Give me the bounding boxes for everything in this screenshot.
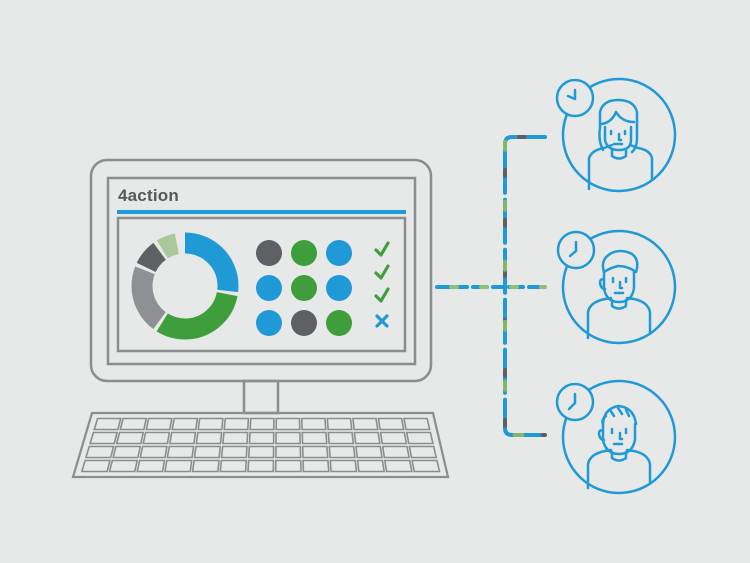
keyboard-key <box>166 445 195 459</box>
keyboard-key <box>356 459 386 473</box>
keyboard-keys <box>80 417 441 473</box>
keyboard-key <box>405 431 434 445</box>
man-avatar <box>586 249 652 340</box>
keyboard-key <box>168 431 197 445</box>
keyboard-key <box>274 459 302 473</box>
avatar-ring <box>561 379 677 495</box>
keyboard-key <box>248 431 275 445</box>
donut-chart <box>131 232 239 340</box>
keyboard-key <box>145 417 173 431</box>
avatar-ring <box>561 77 677 193</box>
keyboard-key <box>247 445 275 459</box>
check-icon <box>374 241 390 257</box>
keyboard-key <box>191 459 220 473</box>
keyboard-key <box>223 417 250 431</box>
keyboard-key <box>408 445 438 459</box>
dashboard-panel <box>116 216 407 353</box>
keyboard-key <box>249 417 275 431</box>
status-dot <box>326 240 352 266</box>
connector-network <box>435 135 547 437</box>
keyboard-key <box>379 431 408 445</box>
clock-icon <box>555 78 595 118</box>
keyboard-key <box>84 445 115 459</box>
keyboard-key <box>112 445 142 459</box>
keyboard-key <box>326 417 353 431</box>
keyboard-key <box>195 431 223 445</box>
donut-segment-2 <box>131 232 239 340</box>
keyboard-key <box>247 459 275 473</box>
keyboard-key <box>115 431 145 445</box>
keyboard-key <box>402 417 431 431</box>
keyboard-key <box>381 445 411 459</box>
keyboard-key <box>275 417 301 431</box>
clock-icon <box>556 230 596 270</box>
status-dot-grid <box>256 240 352 336</box>
status-dot <box>256 275 282 301</box>
keyboard-key <box>327 431 355 445</box>
keyboard-key <box>142 431 171 445</box>
keyboard-key <box>351 417 379 431</box>
keyboard-key <box>89 431 119 445</box>
cross-icon <box>375 314 389 328</box>
keyboard-key <box>353 431 381 445</box>
keyboard-key <box>302 459 330 473</box>
link-trunk <box>503 135 547 437</box>
keyboard-key <box>219 459 248 473</box>
status-marks <box>374 241 390 328</box>
keyboard-key <box>301 431 328 445</box>
status-dot <box>291 310 317 336</box>
keyboard-key <box>275 445 302 459</box>
keyboard-key <box>119 417 148 431</box>
keyboard-body <box>71 411 450 479</box>
app-title: 4action <box>118 186 179 205</box>
keyboard-key <box>80 459 111 473</box>
keyboard-key <box>355 445 383 459</box>
keyboard-key <box>193 445 222 459</box>
keyboard <box>71 411 450 479</box>
keyboard-key <box>220 445 248 459</box>
keyboard-key <box>383 459 413 473</box>
keyboard-key <box>328 445 356 459</box>
monitor <box>89 158 433 415</box>
status-dot <box>256 240 282 266</box>
avatar-ring <box>561 229 677 345</box>
keyboard-key <box>171 417 199 431</box>
check-icon <box>374 287 390 303</box>
keyboard-key <box>301 445 329 459</box>
monitor-screen <box>106 176 417 366</box>
keyboard-key <box>197 417 224 431</box>
status-dot <box>256 310 282 336</box>
woman-avatar <box>587 98 654 191</box>
keyboard-key <box>275 431 302 445</box>
monitor-stand <box>242 379 280 415</box>
keyboard-key <box>163 459 193 473</box>
status-dot <box>326 310 352 336</box>
person-card-1 <box>555 77 677 193</box>
keyboard-key <box>222 431 249 445</box>
status-dot <box>291 240 317 266</box>
status-dot <box>326 275 352 301</box>
keyboard-key <box>139 445 168 459</box>
keyboard-key <box>301 417 327 431</box>
donut-segment-3 <box>131 232 239 340</box>
keyboard-key <box>93 417 122 431</box>
donut-segment-1 <box>131 232 239 340</box>
keyboard-key <box>329 459 358 473</box>
keyboard-key <box>411 459 441 473</box>
person-card-3 <box>555 379 677 495</box>
clock-icon <box>555 382 595 422</box>
person-card-2 <box>556 229 677 345</box>
check-icon <box>374 264 390 280</box>
keyboard-key <box>108 459 139 473</box>
keyboard-key <box>377 417 405 431</box>
bald-man-avatar <box>586 404 652 490</box>
keyboard-key <box>136 459 166 473</box>
status-dot <box>291 275 317 301</box>
